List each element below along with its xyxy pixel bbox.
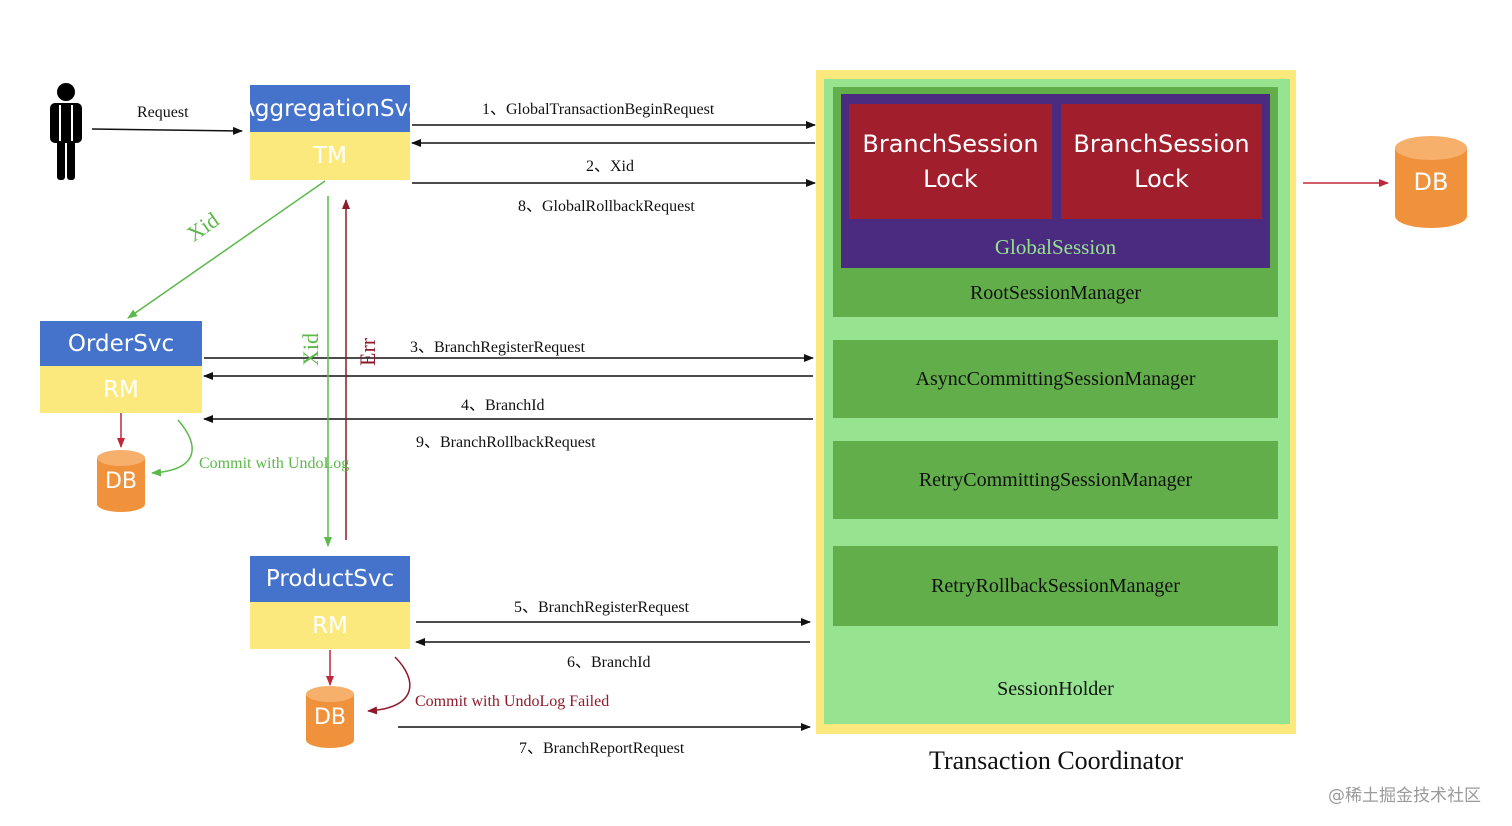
branch-session-lock-2: BranchSession Lock [1061, 104, 1262, 219]
message-7: 7、BranchReportRequest [519, 740, 685, 757]
retry-rollback-session-manager: RetryRollbackSessionManager [833, 546, 1278, 626]
product-svc-name: ProductSvc [250, 556, 410, 602]
retry-committing-session-manager: RetryCommittingSessionManager [833, 441, 1278, 519]
lock-2-line2: Lock [1134, 164, 1189, 193]
transaction-coordinator-title: Transaction Coordinator [929, 746, 1183, 775]
message-2: 2、Xid [586, 158, 635, 175]
xid-arrow-order [127, 180, 326, 319]
order-db-label: DB [104, 468, 138, 494]
product-db-label: DB [313, 704, 347, 730]
user-icon [50, 83, 82, 180]
order-svc-name: OrderSvc [40, 321, 202, 366]
xid-label-vertical: Xid [298, 333, 323, 366]
tc-db-label: DB [1413, 168, 1449, 196]
message-5: 5、BranchRegisterRequest [514, 599, 690, 616]
request-arrow [91, 126, 243, 135]
root-session-manager-label: RootSessionManager [969, 282, 1142, 304]
message-3: 3、BranchRegisterRequest [410, 339, 586, 356]
lock-2-line1: BranchSession [1073, 129, 1250, 158]
global-session-label: GlobalSession [994, 235, 1117, 259]
product-db-icon: DB [306, 686, 354, 748]
err-label-vertical: Err [355, 337, 380, 366]
lock-1-line1: BranchSession [862, 129, 1039, 158]
order-db-icon: DB [97, 450, 145, 512]
order-svc-role: RM [40, 366, 202, 413]
session-holder-label: SessionHolder [997, 678, 1114, 700]
product-svc-role: RM [250, 602, 410, 649]
async-committing-session-manager: AsyncCommittingSessionManager [833, 340, 1278, 418]
commit-curve-product [367, 656, 411, 715]
request-label: Request [137, 104, 189, 121]
order-commit-note: Commit with UndoLog [199, 455, 350, 472]
branch-session-lock-1: BranchSession Lock [849, 104, 1052, 219]
tc-db-icon: DB [1395, 136, 1467, 228]
aggregation-svc-role: TM [250, 132, 410, 180]
aggregation-svc-name: AggregationSvc [239, 85, 421, 132]
message-4: 4、BranchId [461, 397, 545, 414]
product-commit-note: Commit with UndoLog Failed [415, 693, 610, 710]
message-6: 6、BranchId [567, 654, 651, 671]
message-1: 1、GlobalTransactionBeginRequest [482, 101, 715, 118]
watermark: @稀土掘金技术社区 [1328, 786, 1481, 806]
commit-curve-order [151, 419, 193, 477]
message-9: 9、BranchRollbackRequest [416, 434, 596, 451]
message-8: 8、GlobalRollbackRequest [518, 198, 695, 215]
lock-1-line2: Lock [923, 164, 978, 193]
